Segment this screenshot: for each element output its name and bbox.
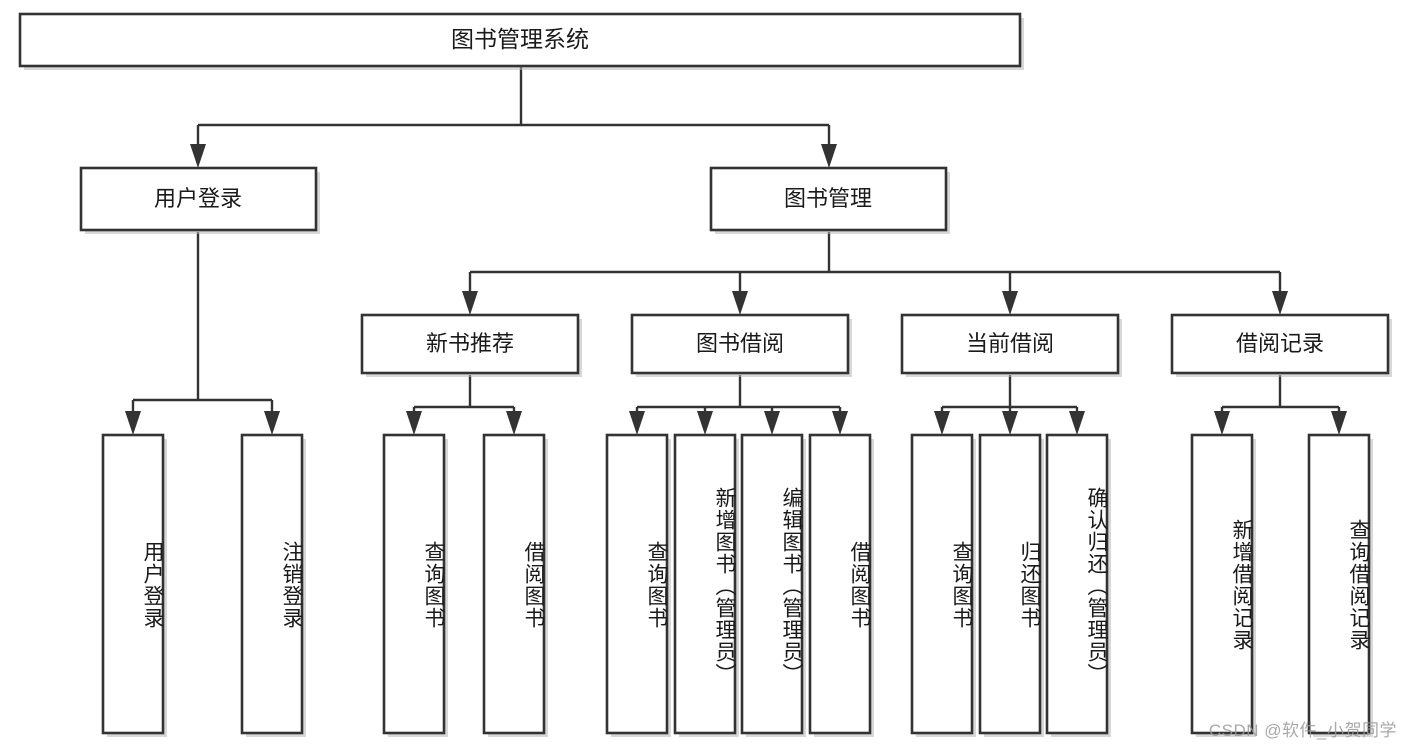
link-bookborrow-to-bus: [635, 375, 842, 415]
arrow-to-leaf-query-book-2: [629, 411, 645, 435]
new-book-recommend-box[interactable]: [360, 313, 580, 375]
arrow-to-leaf-return-book: [1002, 411, 1018, 435]
leaf-user-logout-box[interactable]: [240, 433, 304, 735]
arrow-to-leaf-query-record: [1331, 411, 1347, 435]
arrow-to-user-login: [190, 144, 206, 168]
link-borrowrecord-to-bus: [1220, 375, 1341, 415]
node-user-login[interactable]: 用户登录: [79, 166, 320, 234]
link-root-to-bus: [196, 67, 831, 148]
current-borrow-label: 当前借阅: [966, 331, 1054, 356]
arrow-to-leaf-edit-book: [764, 411, 780, 435]
leaf-add-book-box[interactable]: [673, 433, 737, 735]
link-currentborrow-to-bus: [940, 375, 1079, 415]
borrow-record-label: 借阅记录: [1236, 331, 1324, 356]
new-book-recommend-label: 新书推荐: [426, 331, 514, 356]
leaf-query-book-3-box[interactable]: [910, 433, 974, 735]
book-borrow-label: 图书借阅: [696, 331, 784, 356]
user-login-box[interactable]: [79, 166, 318, 232]
book-manage-box[interactable]: [709, 166, 948, 232]
borrow-record-box[interactable]: [1170, 313, 1390, 375]
book-manage-label: 图书管理: [784, 186, 872, 211]
arrow-to-leaf-user-logout: [264, 411, 280, 435]
arrow-to-new-book-recommend: [462, 291, 478, 315]
node-current-borrow[interactable]: 当前借阅: [900, 313, 1122, 377]
arrow-to-leaf-query-book-1: [406, 411, 422, 435]
arrow-to-leaf-borrow-book-1: [506, 411, 522, 435]
leaf-user-login-box[interactable]: [101, 433, 165, 735]
root-label: 图书管理系统: [451, 26, 589, 52]
leaf-edit-book-box[interactable]: [740, 433, 804, 735]
arrow-to-leaf-add-record: [1214, 411, 1230, 435]
root-box[interactable]: [18, 12, 1022, 68]
book-borrow-box[interactable]: [630, 313, 850, 375]
leaf-return-book-box[interactable]: [978, 433, 1042, 735]
connector-layer: [125, 67, 1347, 435]
node-new-book-recommend[interactable]: 新书推荐: [360, 313, 582, 377]
arrow-to-leaf-borrow-book-2: [832, 411, 848, 435]
current-borrow-box[interactable]: [900, 313, 1120, 375]
arrow-to-current-borrow: [1002, 291, 1018, 315]
arrow-to-leaf-query-book-3: [934, 411, 950, 435]
leaf-query-book-2-box[interactable]: [605, 433, 669, 735]
arrow-to-leaf-user-login: [125, 411, 141, 435]
leaf-query-record-box[interactable]: [1307, 433, 1371, 735]
arrow-to-book-manage: [821, 144, 837, 168]
arrow-to-book-borrow: [732, 291, 748, 315]
node-book-manage[interactable]: 图书管理: [709, 166, 950, 234]
leaf-borrow-book-2-box[interactable]: [808, 433, 872, 735]
leaf-layer: [101, 433, 1373, 737]
arrow-to-borrow-record: [1272, 291, 1288, 315]
user-login-label: 用户登录: [154, 186, 242, 211]
link-userlogin-to-bus: [131, 232, 274, 415]
leaf-confirm-return-box[interactable]: [1045, 433, 1109, 735]
node-book-borrow[interactable]: 图书借阅: [630, 313, 852, 377]
leaf-add-record-box[interactable]: [1190, 433, 1254, 735]
leaf-query-book-1-box[interactable]: [382, 433, 446, 735]
node-borrow-record[interactable]: 借阅记录: [1170, 313, 1392, 377]
link-newbook-to-bus: [412, 375, 516, 415]
arrow-to-leaf-add-book: [697, 411, 713, 435]
watermark-text: CSDN @软件_小贺同学: [1208, 721, 1397, 740]
arrow-to-leaf-confirm-return: [1069, 411, 1085, 435]
link-bookmanage-to-bus: [468, 232, 1282, 295]
leaf-borrow-book-1-box[interactable]: [482, 433, 546, 735]
node-root[interactable]: 图书管理系统: [18, 12, 1024, 70]
